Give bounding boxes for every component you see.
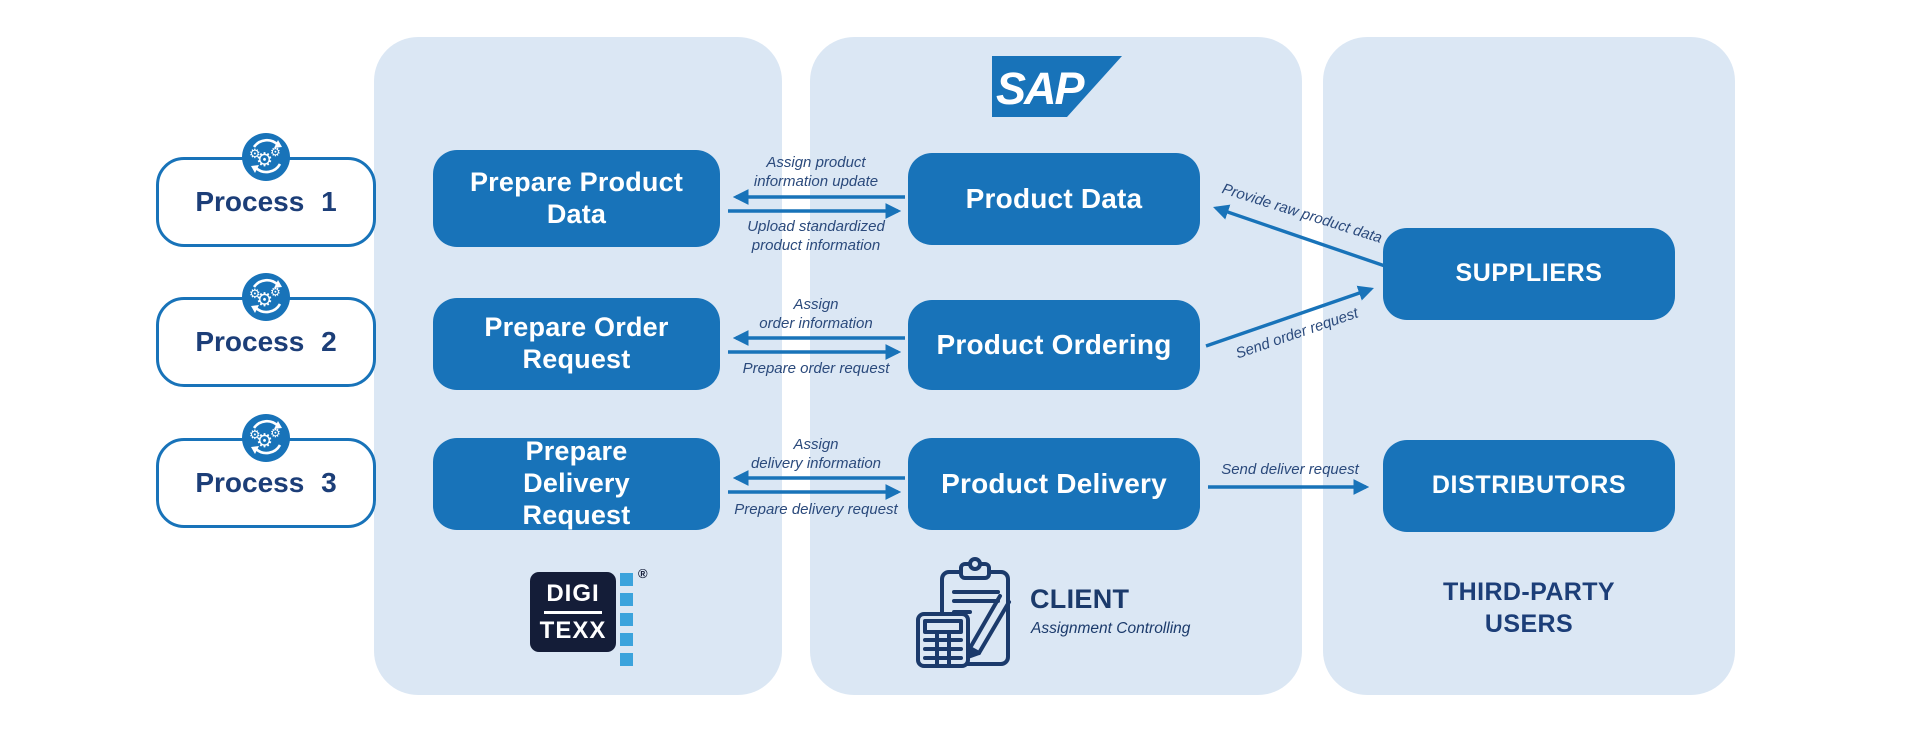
- product-delivery-box: Product Delivery: [908, 438, 1200, 530]
- svg-text:⚙: ⚙: [270, 145, 281, 159]
- svg-text:⚙: ⚙: [249, 147, 261, 162]
- svg-text:⚙: ⚙: [270, 426, 281, 440]
- product-data-label: Product Data: [965, 183, 1143, 215]
- label-prepare-delivery-request: Prepare delivery request: [734, 501, 898, 518]
- product-delivery-label: Product Delivery: [941, 468, 1167, 500]
- suppliers-box: SUPPLIERS: [1383, 228, 1675, 320]
- svg-text:⚙: ⚙: [256, 149, 273, 171]
- label-upload-standardized-info: Upload standardized product information: [747, 218, 885, 255]
- product-ordering-label: Product Ordering: [936, 329, 1172, 361]
- process-3-label: Process 3: [195, 467, 337, 498]
- suppliers-label: SUPPLIERS: [1455, 259, 1603, 288]
- process-gears-icon: ⚙ ⚙ ⚙: [242, 133, 290, 181]
- third-party-users-label: THIRD-PARTY USERS: [1443, 578, 1615, 638]
- svg-text:⚙: ⚙: [256, 430, 273, 452]
- prepare-order-request-label: Prepare Order Request: [484, 312, 669, 374]
- svg-text:⚙: ⚙: [249, 287, 261, 302]
- label-assign-order-info: Assign order information: [759, 296, 873, 333]
- registered-trademark-symbol: ®: [638, 566, 648, 581]
- prepare-delivery-request-label: Prepare Delivery Request: [522, 436, 631, 530]
- client-clipboard-calculator-icon: [916, 557, 1011, 668]
- prepare-product-data-label: Prepare Product Data: [469, 166, 684, 229]
- digitexx-logo-squares: [620, 573, 633, 666]
- client-title: CLIENT: [1030, 584, 1130, 614]
- prepare-order-request-box: Prepare Order Request: [433, 298, 720, 390]
- prepare-delivery-request-box: Prepare Delivery Request: [433, 436, 720, 530]
- process-2-label: Process 2: [195, 326, 337, 357]
- svg-text:⚙: ⚙: [249, 428, 261, 443]
- sap-logo: SAP: [992, 56, 1122, 117]
- client-subtitle: Assignment Controlling: [1031, 620, 1191, 637]
- logo-square: [620, 633, 633, 646]
- label-assign-product-info: Assign product information update: [753, 154, 879, 191]
- svg-text:⚙: ⚙: [256, 289, 273, 311]
- panel-thirdparty-column: [1323, 37, 1735, 695]
- prepare-product-data-box: Prepare Product Data: [433, 150, 720, 247]
- label-send-deliver-request: Send deliver request: [1221, 461, 1359, 478]
- logo-square: [620, 573, 633, 586]
- label-assign-delivery-info: Assign delivery information: [750, 436, 882, 473]
- digitexx-logo: DIGI TEXX ®: [530, 566, 650, 670]
- distributors-box: DISTRIBUTORS: [1383, 440, 1675, 532]
- process-gears-icon: ⚙ ⚙ ⚙: [242, 414, 290, 462]
- digitexx-logo-bottom-text: TEXX: [539, 616, 607, 644]
- label-prepare-order-request: Prepare order request: [742, 360, 890, 377]
- digitexx-logo-top-text: DIGI: [544, 580, 602, 614]
- svg-text:⚙: ⚙: [270, 285, 281, 299]
- digitexx-logo-card: DIGI TEXX: [530, 572, 616, 652]
- product-ordering-box: Product Ordering: [908, 300, 1200, 390]
- logo-square: [620, 593, 633, 606]
- logo-square: [620, 613, 633, 626]
- process-gears-icon: ⚙ ⚙ ⚙: [242, 273, 290, 321]
- sap-logo-shape: [992, 56, 1122, 117]
- distributors-label: DISTRIBUTORS: [1431, 471, 1627, 500]
- product-data-box: Product Data: [908, 153, 1200, 245]
- process-1-label: Process 1: [195, 186, 337, 217]
- sap-logo-text: SAP: [996, 63, 1086, 114]
- logo-square: [620, 653, 633, 666]
